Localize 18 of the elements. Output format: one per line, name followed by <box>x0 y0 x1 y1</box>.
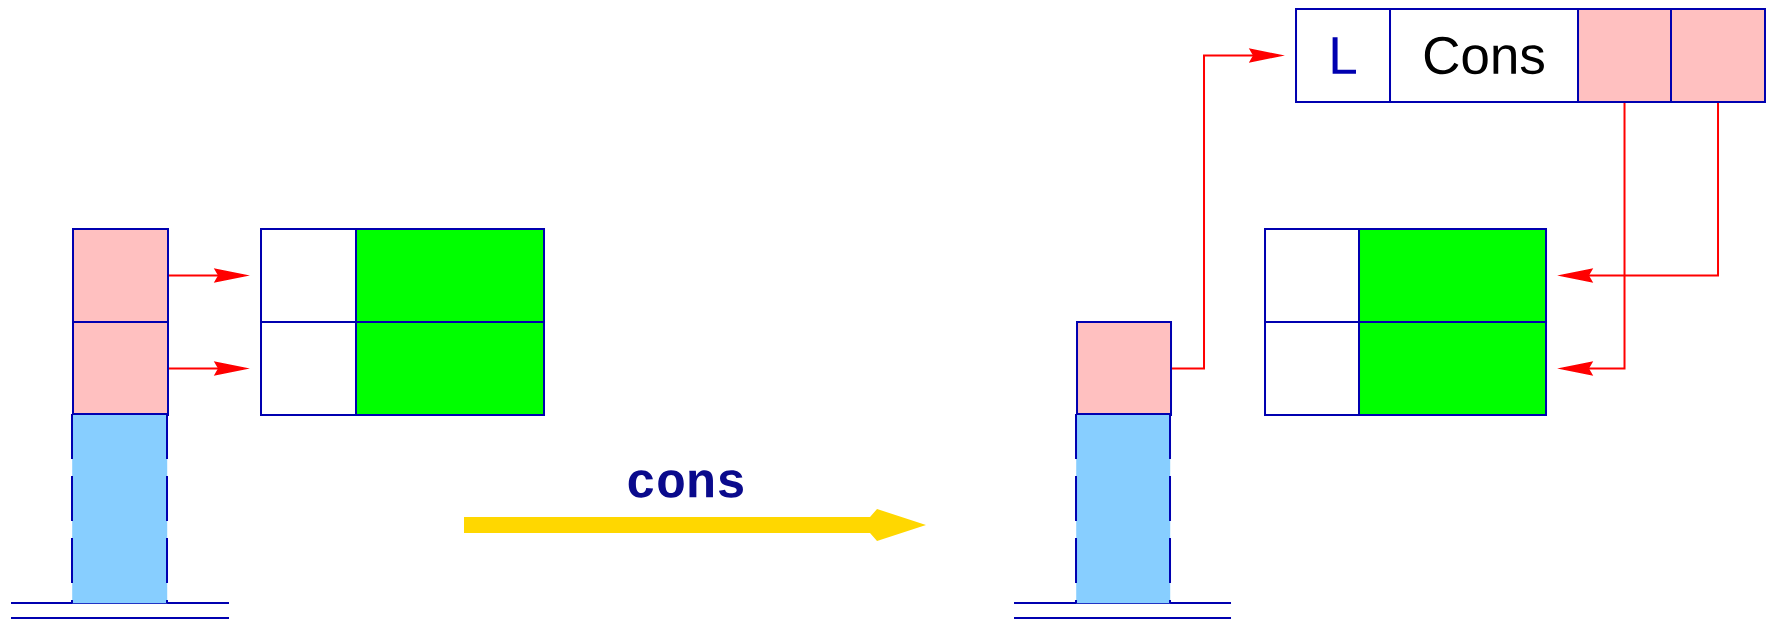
heap-cell <box>1264 321 1360 416</box>
heap-cell <box>1358 321 1547 416</box>
heap-cell <box>1358 228 1547 323</box>
operation-label: cons <box>628 470 743 498</box>
pointer-cell <box>1577 8 1672 103</box>
stack-segment <box>1075 413 1171 604</box>
heap-cell <box>260 228 357 323</box>
heap-cell <box>355 228 545 323</box>
stack-cell <box>72 228 169 323</box>
heap-cell <box>1264 228 1360 323</box>
stack-segment <box>71 413 168 604</box>
stack-cell <box>1076 321 1172 416</box>
constructor-cell: Cons <box>1389 8 1579 103</box>
heap-cell <box>355 321 545 416</box>
heap-cell <box>260 321 357 416</box>
stack-cell <box>72 321 169 416</box>
tag-cell: L <box>1295 8 1391 103</box>
pointer-cell <box>1670 8 1766 103</box>
